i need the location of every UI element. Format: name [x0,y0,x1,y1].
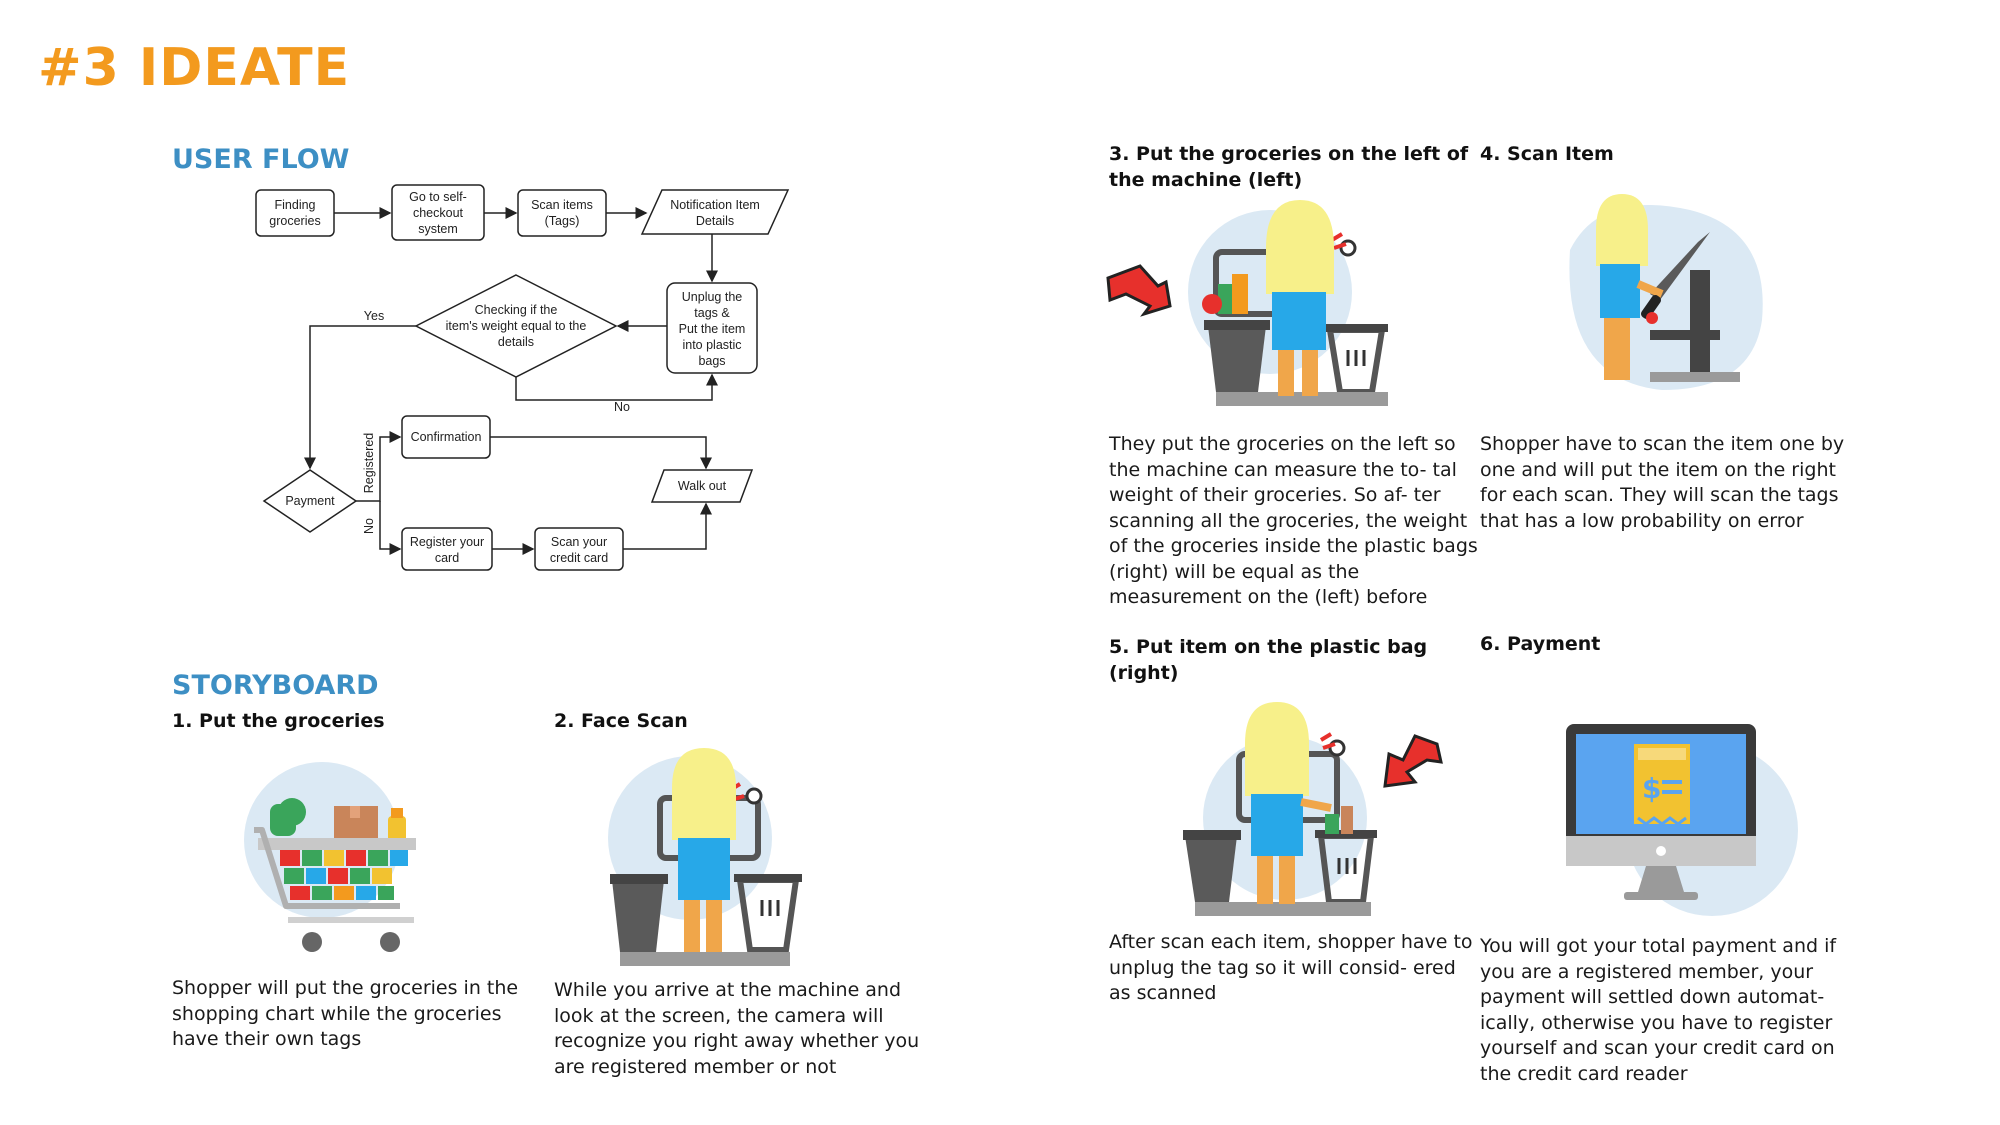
step-3-heading: 3. Put the groceries on the left of the … [1109,143,1469,191]
svg-text:$: $ [1642,772,1661,805]
storyboard-title: STORYBOARD [172,670,379,701]
step-6-text: You will got your total payment and if y… [1480,935,1837,1085]
shopper-left-bin-icon [1106,200,1388,406]
flow-label-yes: Yes [364,309,384,323]
flow-text-scan-2: (Tags) [545,214,580,228]
page-title: #3 IDEATE [38,38,351,98]
flow-node-notification [640,189,790,235]
flow-label-no: No [614,400,630,414]
step-1-heading: 1. Put the groceries [172,710,385,732]
shopper-right-bag-icon [1183,702,1443,916]
flow-text-confirmation: Confirmation [411,430,482,444]
step-6-heading: 6. Payment [1480,633,1601,655]
flow-text-check-3: details [498,335,534,349]
flow-text-goto-1: Go to self- [409,190,467,204]
step-1-text: Shopper will put the groceries in the sh… [172,977,519,1050]
shopper-at-kiosk-icon [608,748,802,966]
shopper-scanning-icon [1569,194,1763,390]
flow-label-registered: Registered [362,433,376,493]
flow-text-finding-1: Finding [275,198,316,212]
flow-text-goto-2: checkout [413,206,464,220]
flow-text-finding-2: groceries [269,214,320,228]
payment-monitor-icon: $ [1566,724,1798,916]
flow-text-unplug-4: into plastic [682,338,741,352]
flow-label-no-2: No [362,518,376,534]
flow-node-finding-groceries [255,189,335,237]
step-5-text: After scan each item, shopper have to un… [1109,931,1473,1004]
step-2-heading: 2. Face Scan [554,710,688,732]
flow-node-unplug [666,282,758,374]
step-4-text: Shopper have to scan the item one by one… [1480,433,1845,532]
step-2-text: While you arrive at the machine and look… [554,979,920,1078]
user-flow-title: USER FLOW [172,144,350,175]
flow-text-unplug-3: Put the item [679,322,746,336]
flow-text-scan-1: Scan items [531,198,593,212]
flow-text-unplug-2: tags & [694,306,730,320]
shopping-cart-icon [244,762,416,952]
step-5-heading: 5. Put item on the plastic bag (right) [1109,636,1428,684]
flow-text-register-2: card [435,551,459,565]
flow-text-notif-2: Details [696,214,734,228]
flow-text-goto-3: system [418,222,458,236]
flow-text-walkout: Walk out [678,479,727,493]
flow-text-payment: Payment [285,494,335,508]
step-3-text: They put the groceries on the left so th… [1109,433,1478,608]
flow-text-check-1: Checking if the [475,303,558,317]
flow-text-register-1: Register your [410,535,484,549]
flow-text-check-2: item's weight equal to the [446,319,587,333]
flow-text-unplug-5: bags [698,354,725,368]
flow-node-payment-diamond [262,469,358,533]
step-4-heading: 4. Scan Item [1480,143,1614,165]
flow-node-walkout [650,469,754,503]
flow-text-scancard-2: credit card [550,551,608,565]
user-flow-diagram: Finding groceries Go to self- checkout s… [255,184,790,571]
flow-text-notif-1: Notification Item [670,198,760,212]
flow-node-scan-items [517,189,607,237]
flow-text-scancard-1: Scan your [551,535,607,549]
flow-text-unplug-1: Unplug the [682,290,743,304]
